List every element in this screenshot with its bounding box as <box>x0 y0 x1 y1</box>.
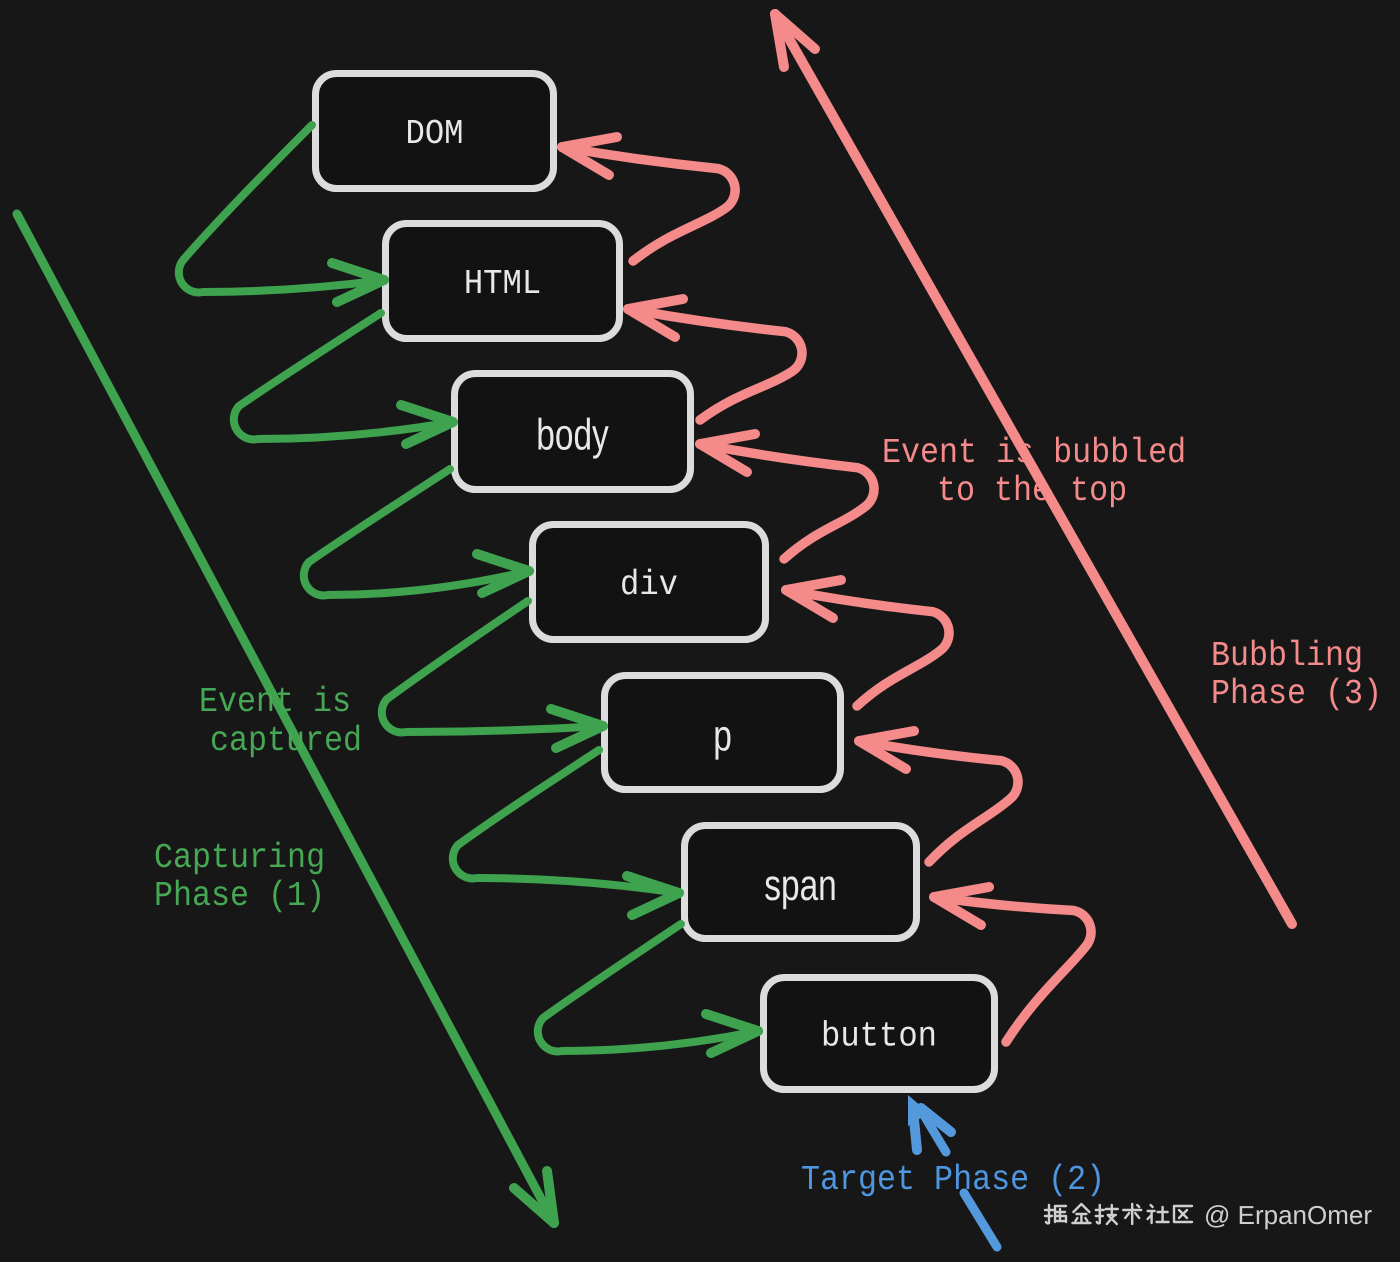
svg-text:to the top: to the top <box>937 471 1127 511</box>
svg-text:@ ErpanOmer: @ ErpanOmer <box>1204 1200 1372 1230</box>
svg-text:Target Phase (2): Target Phase (2) <box>801 1160 1105 1200</box>
svg-text:span: span <box>764 861 837 910</box>
svg-text:DOM: DOM <box>406 114 464 154</box>
svg-text:p: p <box>713 712 732 761</box>
svg-text:Capturing: Capturing <box>154 838 325 878</box>
svg-text:Event is bubbled: Event is bubbled <box>882 433 1186 473</box>
svg-text:body: body <box>536 411 609 460</box>
svg-text:div: div <box>620 565 678 605</box>
svg-text:HTML: HTML <box>464 264 541 304</box>
svg-text:Phase (1): Phase (1) <box>154 876 325 916</box>
svg-text:Phase (3): Phase (3) <box>1211 674 1382 714</box>
svg-text:captured: captured <box>210 721 362 761</box>
svg-text:Bubbling: Bubbling <box>1211 636 1363 676</box>
svg-text:Event is: Event is <box>199 682 351 722</box>
svg-text:button: button <box>821 1017 937 1057</box>
